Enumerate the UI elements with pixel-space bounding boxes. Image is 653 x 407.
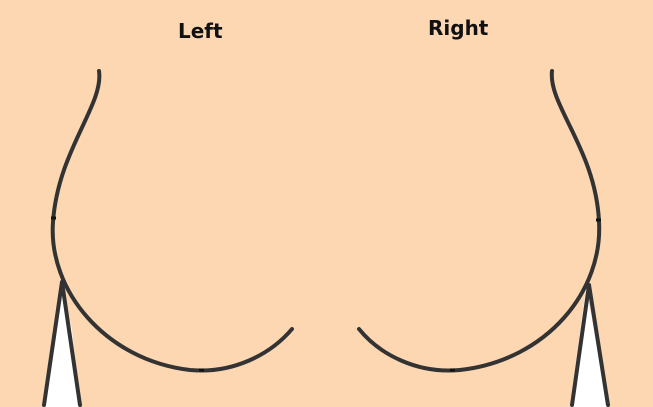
right-side-line <box>570 283 610 407</box>
left-breast-contour <box>50 69 294 373</box>
left-side-gap <box>42 282 80 407</box>
right-side-gap <box>570 288 610 407</box>
left-side-line <box>42 280 82 407</box>
left-label: Left <box>178 19 223 43</box>
right-breast-contour <box>357 69 602 373</box>
right-label: Right <box>428 16 489 40</box>
